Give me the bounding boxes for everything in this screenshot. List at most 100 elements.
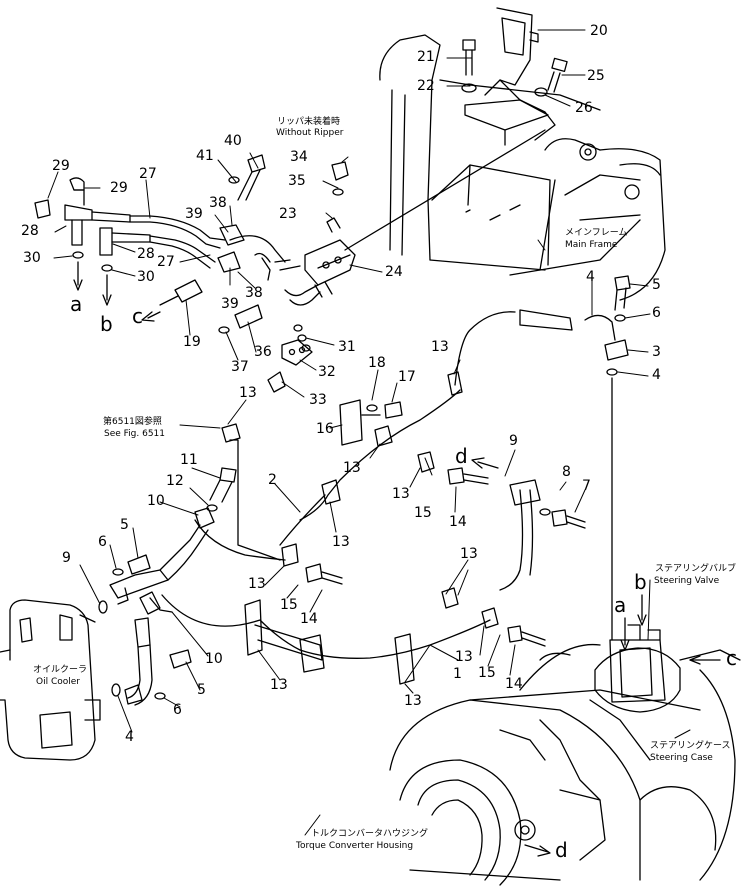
label-part-32: 32 bbox=[318, 364, 336, 380]
label-part-39-b: 39 bbox=[221, 296, 239, 312]
bolt-14 bbox=[305, 467, 546, 647]
bolt-21 bbox=[461, 39, 477, 93]
bolt-36 bbox=[218, 304, 263, 334]
tee-fitting-28 bbox=[64, 189, 131, 259]
label-part-33: 33 bbox=[309, 392, 327, 408]
label-part-6-a: 6 bbox=[98, 534, 107, 550]
label-part-5-a: 5 bbox=[120, 517, 129, 533]
manifold-block-24 bbox=[304, 129, 546, 298]
port-label-a-right: a bbox=[614, 593, 627, 617]
label-part-5-b: 5 bbox=[197, 682, 206, 698]
label-part-41: 41 bbox=[196, 148, 214, 164]
note-steering-valve-jp: ステアリングバルブ bbox=[655, 564, 737, 574]
label-part-13-2: 13 bbox=[239, 385, 257, 401]
bolt-40 bbox=[228, 154, 266, 201]
label-part-19: 19 bbox=[183, 334, 201, 350]
label-part-13-4: 13 bbox=[392, 486, 410, 502]
note-see-fig-jp: 第6511図参照 bbox=[103, 417, 162, 427]
bracket-part-20 bbox=[464, 7, 556, 146]
label-part-15-a: 15 bbox=[414, 505, 432, 521]
label-part-7: 7 bbox=[582, 478, 591, 494]
label-part-4-a: 4 bbox=[125, 729, 134, 745]
label-part-14-a: 14 bbox=[449, 514, 467, 530]
label-part-12: 12 bbox=[166, 473, 184, 489]
port-label-d-bottom: d bbox=[555, 838, 568, 862]
label-part-14-b: 14 bbox=[300, 611, 318, 627]
label-part-39-a: 39 bbox=[185, 206, 203, 222]
note-main-frame-en: Main Frame bbox=[565, 240, 618, 250]
port-label-b-left: b bbox=[100, 312, 113, 336]
hose-2 bbox=[194, 389, 461, 561]
label-part-27-a: 27 bbox=[139, 166, 157, 182]
label-part-34: 34 bbox=[290, 149, 308, 165]
label-part-11: 11 bbox=[180, 452, 198, 468]
label-part-22: 22 bbox=[417, 78, 435, 94]
label-part-38-a: 38 bbox=[209, 195, 227, 211]
label-part-13-7: 13 bbox=[248, 576, 266, 592]
bolt-5 bbox=[614, 275, 631, 322]
label-part-28-a: 28 bbox=[21, 223, 39, 239]
label-part-29-a: 29 bbox=[52, 158, 70, 174]
label-part-13-1: 13 bbox=[431, 339, 449, 355]
label-part-29-b: 29 bbox=[110, 180, 128, 196]
label-part-4-b: 4 bbox=[586, 269, 595, 285]
label-part-23: 23 bbox=[279, 206, 297, 222]
label-part-35: 35 bbox=[288, 173, 306, 189]
label-part-10-b: 10 bbox=[205, 651, 223, 667]
label-part-13-6: 13 bbox=[460, 546, 478, 562]
label-part-18: 18 bbox=[368, 355, 386, 371]
leader-lines bbox=[47, 29, 691, 836]
washer-35 bbox=[332, 188, 344, 196]
main-frame-drawing bbox=[379, 34, 666, 301]
port-label-a-left: a bbox=[70, 292, 83, 316]
label-part-1: 1 bbox=[453, 666, 462, 682]
elbow-3 bbox=[584, 314, 629, 641]
note-steering-case-jp: ステアリングケース bbox=[650, 741, 731, 751]
label-part-13-3: 13 bbox=[343, 460, 361, 476]
label-part-14-c: 14 bbox=[505, 676, 523, 692]
label-part-27-b: 27 bbox=[157, 254, 175, 270]
note-without-ripper-en: Without Ripper bbox=[276, 128, 344, 138]
note-steering-case-en: Steering Case bbox=[650, 753, 713, 763]
label-part-5-c: 5 bbox=[652, 277, 661, 293]
port-label-b-right: b bbox=[634, 570, 647, 594]
hose-1 bbox=[161, 309, 573, 659]
label-part-15-c: 15 bbox=[478, 665, 496, 681]
label-part-13-10: 13 bbox=[404, 693, 422, 709]
label-part-9-b: 9 bbox=[62, 550, 71, 566]
note-see-fig-en: See Fig. 6511 bbox=[104, 429, 166, 439]
washers-6 bbox=[112, 568, 166, 700]
label-part-15-b: 15 bbox=[280, 597, 298, 613]
port-label-d-center: d bbox=[455, 444, 468, 468]
label-part-9-a: 9 bbox=[509, 433, 518, 449]
note-without-ripper-jp: リッパ未装着時 bbox=[277, 117, 341, 127]
oil-cooler-drawing bbox=[0, 599, 101, 761]
label-part-40: 40 bbox=[224, 133, 242, 149]
torque-converter-housing-drawing bbox=[389, 699, 717, 886]
label-part-25: 25 bbox=[587, 68, 605, 84]
nut-34 bbox=[331, 161, 349, 181]
label-part-28-b: 28 bbox=[137, 246, 155, 262]
bolt-5-lower bbox=[127, 554, 192, 669]
adapter-19 bbox=[159, 279, 203, 306]
bolt-7 bbox=[539, 508, 586, 529]
elbow-28b bbox=[99, 227, 151, 272]
bolt-17 bbox=[366, 401, 403, 419]
label-part-20: 20 bbox=[590, 23, 608, 39]
note-steering-valve-en: Steering Valve bbox=[654, 576, 720, 586]
port-arrows bbox=[73, 261, 721, 857]
bolt-33 bbox=[267, 371, 286, 393]
port-label-c-left: c bbox=[132, 304, 143, 328]
label-part-21: 21 bbox=[417, 49, 435, 65]
label-part-4-c: 4 bbox=[652, 367, 661, 383]
bolt-25 bbox=[534, 57, 568, 97]
fittings-10 bbox=[139, 507, 215, 615]
label-part-36: 36 bbox=[254, 344, 272, 360]
label-part-2: 2 bbox=[268, 472, 277, 488]
label-part-30-a: 30 bbox=[23, 250, 41, 266]
hose-6 bbox=[499, 479, 541, 591]
bracket-16 bbox=[339, 399, 381, 446]
note-main-frame-jp: メインフレーム bbox=[565, 228, 628, 238]
note-oil-cooler-en: Oil Cooler bbox=[36, 677, 80, 687]
